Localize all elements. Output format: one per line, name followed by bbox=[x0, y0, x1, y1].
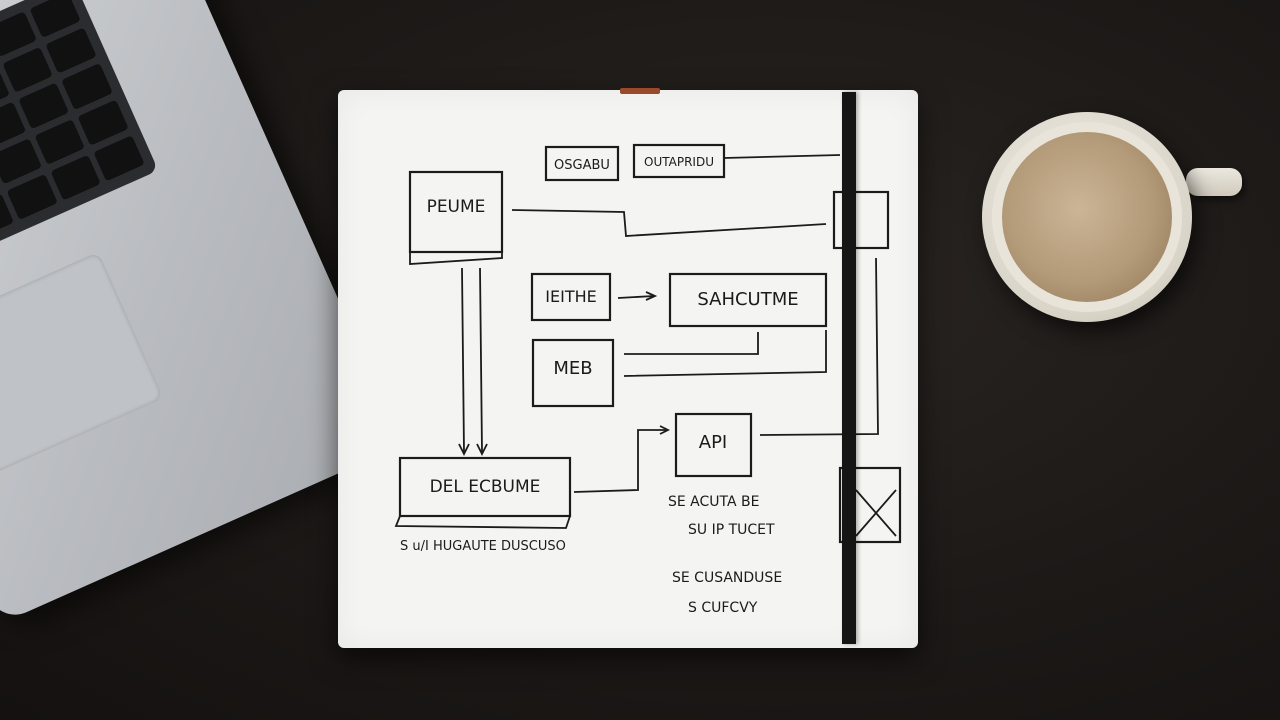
arrow-down-1 bbox=[458, 443, 470, 457]
note-right-1: SE ACUTA BE bbox=[668, 494, 759, 510]
box-api-label: API bbox=[699, 432, 727, 453]
box-bottom bbox=[398, 456, 572, 518]
box-bottom-label: DEL ECBUME bbox=[430, 477, 541, 497]
wire-web-1 bbox=[624, 332, 759, 355]
box-main-shadow bbox=[409, 250, 503, 265]
wire-top bbox=[723, 154, 841, 159]
box-crossed-x bbox=[855, 489, 897, 537]
box-left-mid bbox=[530, 272, 612, 322]
notebook-elastic-strap bbox=[842, 92, 856, 644]
top-box-2-label: OUTAPRIDU bbox=[644, 155, 714, 169]
coffee-surface bbox=[1002, 132, 1172, 302]
wire-down-1 bbox=[461, 267, 465, 453]
notebook-page bbox=[338, 90, 918, 648]
box-right-mid-label: SAHCUTME bbox=[697, 289, 798, 310]
box-bottom-shadow bbox=[394, 515, 571, 529]
box-api bbox=[674, 412, 753, 478]
box-web-label: MEB bbox=[553, 358, 592, 379]
top-box-2 bbox=[632, 143, 726, 179]
wire-mid-arrow bbox=[617, 295, 655, 299]
wire-main-right bbox=[511, 209, 827, 237]
notebook-bookmark bbox=[620, 88, 660, 94]
arrow-api bbox=[659, 425, 671, 435]
box-main bbox=[408, 170, 504, 254]
wire-web-2 bbox=[623, 330, 827, 377]
top-box-1-label: OSGABU bbox=[554, 158, 610, 173]
note-bottom-left: S u/I HUGAUTE DUSCUSO bbox=[400, 539, 566, 554]
top-box-1 bbox=[544, 145, 620, 182]
wire-api-right bbox=[759, 257, 879, 436]
arrow-down-2 bbox=[476, 443, 488, 457]
box-web bbox=[531, 338, 615, 408]
note-right-3: SE CUSANDUSE bbox=[672, 570, 782, 586]
box-right-mid bbox=[668, 272, 828, 328]
note-right-4: S CUFCVY bbox=[688, 600, 758, 616]
note-right-2: SU IP TUCET bbox=[688, 522, 775, 538]
box-right-small bbox=[832, 190, 890, 250]
box-crossed bbox=[838, 466, 902, 544]
wire-bottom-api bbox=[573, 429, 668, 493]
box-left-mid-label: IEITHE bbox=[545, 287, 596, 306]
wire-down-2 bbox=[479, 267, 483, 453]
arrow-mid bbox=[645, 291, 658, 301]
box-main-label: PEUME bbox=[427, 197, 486, 217]
coffee-cup bbox=[982, 112, 1192, 322]
cup-handle bbox=[1186, 168, 1242, 196]
